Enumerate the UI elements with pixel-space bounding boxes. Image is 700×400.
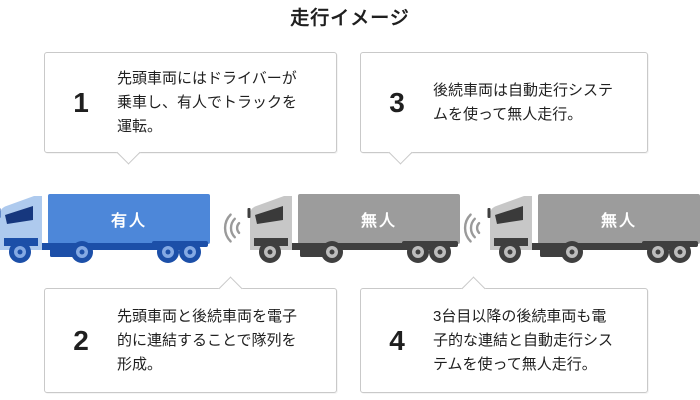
wheel — [407, 241, 429, 263]
callout-tail — [461, 276, 486, 301]
truck-graphic — [247, 194, 460, 263]
truck-label: 無人 — [600, 213, 637, 230]
truck-label: 有人 — [110, 213, 147, 230]
callout-box-4: 4 3台目以降の後続車両も電子的な連結と自動走行システムを使って無人走行。 — [360, 276, 648, 393]
wheel — [71, 241, 93, 263]
callout-tail — [218, 276, 243, 301]
wheel — [429, 241, 451, 263]
step-text: 後続車両は自動走行システムを使って無人走行。 — [433, 81, 614, 123]
step-text: 先頭車両にはドライバーが乗車し、有人でトラックを運転。 — [117, 69, 298, 135]
step-number: 1 — [73, 86, 89, 118]
wheel — [9, 241, 31, 263]
step-number: 2 — [73, 324, 89, 356]
step-text: 先頭車両と後続車両を電子的に連結することで隊列を形成。 — [117, 307, 298, 373]
truck-follower-1: 無人 — [246, 188, 466, 264]
callout-box-3: 3 後続車両は自動走行システムを使って無人走行。 — [360, 52, 648, 165]
wheel — [179, 241, 201, 263]
callout-box-1: 1 先頭車両にはドライバーが乗車し、有人でトラックを運転。 — [44, 52, 337, 165]
truck-graphic — [487, 194, 700, 263]
callout-box-2: 2 先頭車両と後続車両を電子的に連結することで隊列を形成。 — [44, 276, 337, 393]
truck-graphic — [0, 194, 210, 263]
wheel — [157, 241, 179, 263]
wheel — [561, 241, 583, 263]
step-text: 3台目以降の後続車両も電子的な連結と自動走行システムを使って無人走行。 — [433, 307, 614, 373]
page-title: 走行イメージ — [290, 8, 410, 29]
wireless-signal-icon — [463, 213, 481, 243]
truck-lead: 有人 — [0, 188, 216, 264]
truck-follower-2: 無人 — [486, 188, 700, 264]
callout-tail — [116, 140, 141, 165]
wireless-signal-icon — [223, 213, 241, 243]
step-number: 3 — [389, 86, 405, 118]
step-number: 4 — [389, 324, 405, 356]
truck-label: 無人 — [360, 213, 397, 230]
wheel — [499, 241, 521, 263]
wheel — [669, 241, 691, 263]
wheel — [647, 241, 669, 263]
callout-tail — [388, 140, 413, 165]
wheel — [321, 241, 343, 263]
wheel — [259, 241, 281, 263]
